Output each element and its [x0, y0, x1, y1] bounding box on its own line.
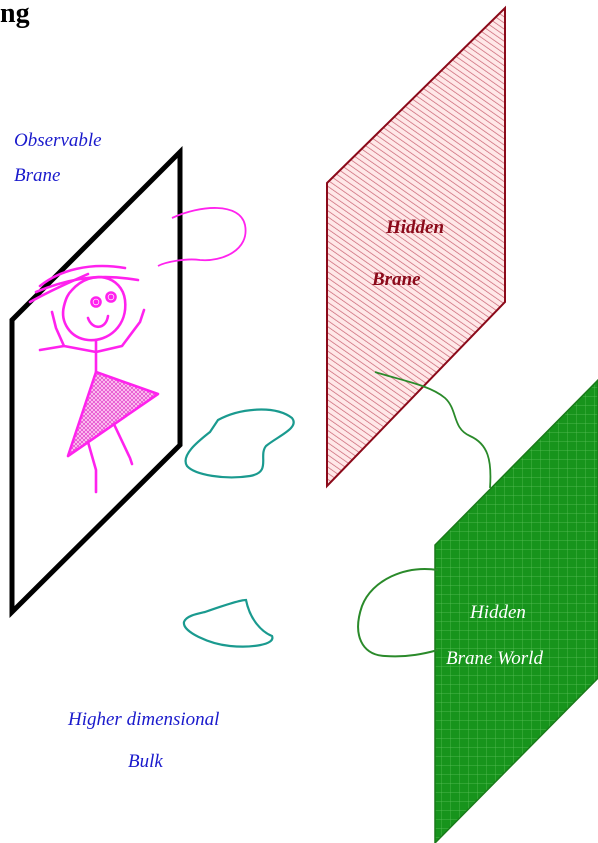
observable-label-line1: Observable: [14, 131, 102, 150]
hidden-brane-label-line2: Brane: [372, 270, 421, 289]
brane-world-label-line1: Hidden: [470, 603, 526, 622]
stick-figure: [30, 266, 144, 492]
closed-string-loop-upper: [186, 410, 294, 478]
hidden-brane-label-line1: Hidden: [386, 218, 444, 237]
figure-skirt: [68, 372, 158, 456]
hidden-brane: [327, 8, 505, 486]
closed-string-loop-lower: [184, 600, 273, 647]
brane-world-label-line2: Brane World: [446, 649, 543, 668]
bulk-label-line2: Bulk: [128, 752, 163, 771]
bulk-label-line1: Higher dimensional: [68, 710, 219, 729]
magenta-string-loop: [158, 208, 246, 266]
open-string-loop-brane-world: [358, 569, 438, 656]
observable-label-line2: Brane: [14, 166, 60, 185]
